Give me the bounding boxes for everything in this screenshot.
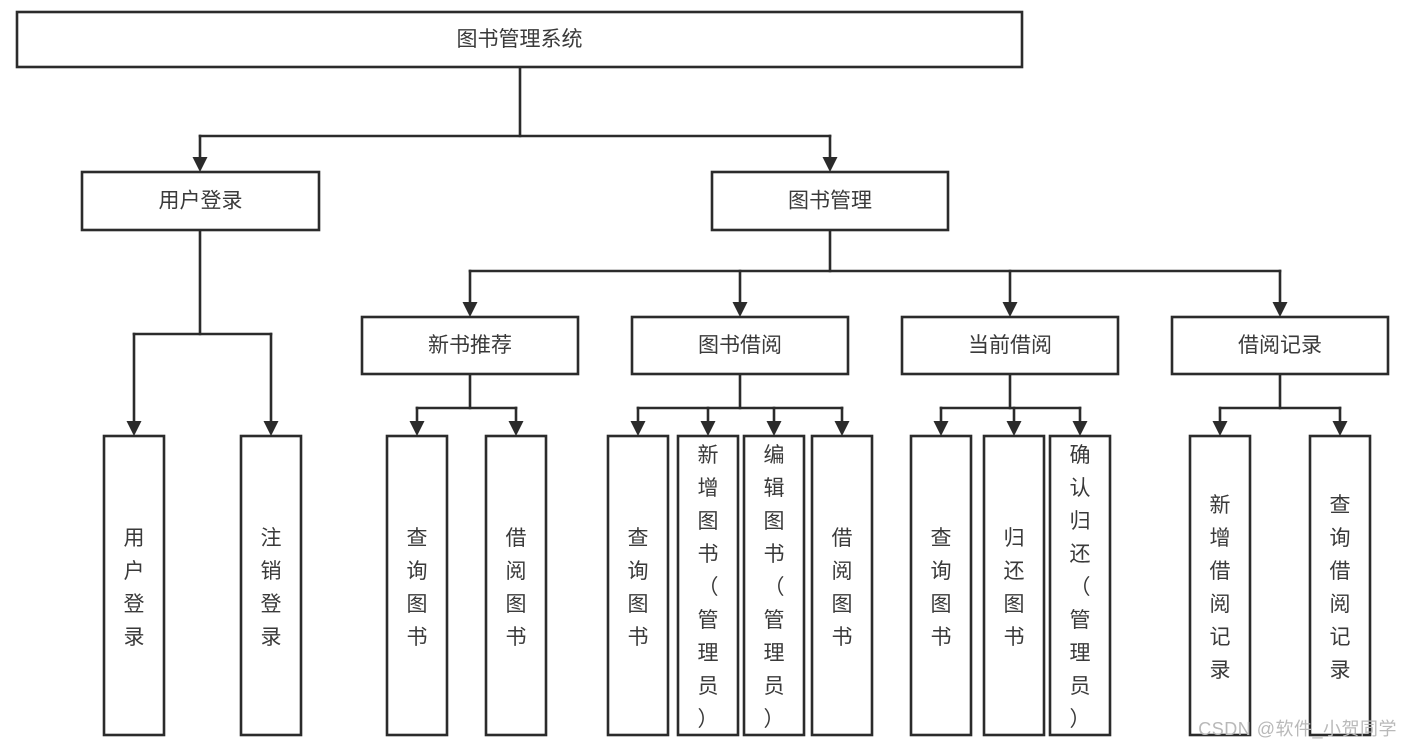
node-box[interactable] [360, 315, 580, 376]
arrow-head-icon [126, 421, 142, 436]
arrow-head-icon [263, 421, 279, 436]
connector-group-user-login-to-leaves [126, 228, 279, 436]
connectors-layer [126, 65, 1348, 436]
connector-group-book-manage-to-level3 [462, 228, 1288, 317]
arrow-head-icon [822, 157, 838, 172]
node-level3-3[interactable]: 借阅记录 [1170, 315, 1390, 376]
node-box[interactable] [1188, 434, 1252, 737]
arrow-head-icon [834, 421, 850, 436]
arrow-head-icon [1002, 302, 1018, 317]
node-level3-0[interactable]: 新书推荐 [360, 315, 580, 376]
node-label: 查询图书 [628, 527, 649, 649]
arrow-head-icon [1272, 302, 1288, 317]
node-leaf-7[interactable]: 借阅图书 [810, 434, 874, 737]
connector-group-borrow-record-to-leaves [1212, 372, 1348, 436]
node-leaf-5[interactable]: 新增图书（管理员） [676, 434, 740, 737]
node-leaf-3[interactable]: 借阅图书 [484, 434, 548, 737]
arrow-head-icon [192, 157, 208, 172]
connector-group-root-to-level2 [192, 65, 838, 172]
node-box[interactable] [810, 434, 874, 737]
node-root-0[interactable]: 图书管理系统 [15, 10, 1024, 69]
node-label: 图书借阅 [698, 334, 782, 357]
node-label: 借阅图书 [832, 527, 853, 649]
node-box[interactable] [900, 315, 1120, 376]
node-box[interactable] [909, 434, 973, 737]
node-leaf-9[interactable]: 归还图书 [982, 434, 1046, 737]
node-label: 新增图书（管理员） [698, 444, 719, 731]
node-box[interactable] [484, 434, 548, 737]
node-label: 查询图书 [407, 527, 428, 649]
node-level2-1[interactable]: 图书管理 [710, 170, 950, 232]
node-box[interactable] [1048, 434, 1112, 737]
node-box[interactable] [385, 434, 449, 737]
node-label: 编辑图书（管理员） [764, 444, 785, 731]
node-leaf-0[interactable]: 用户登录 [102, 434, 166, 737]
arrow-head-icon [409, 421, 425, 436]
arrow-head-icon [933, 421, 949, 436]
node-label: 借阅图书 [506, 527, 527, 649]
node-box[interactable] [676, 434, 740, 737]
node-box[interactable] [239, 434, 303, 737]
node-level3-1[interactable]: 图书借阅 [630, 315, 850, 376]
connector-group-book-borrow-to-leaves [630, 372, 850, 436]
node-box[interactable] [1308, 434, 1372, 737]
node-box[interactable] [606, 434, 670, 737]
node-box[interactable] [102, 434, 166, 737]
node-label: 注销登录 [261, 527, 282, 649]
node-label: 归还图书 [1004, 527, 1025, 649]
arrow-head-icon [630, 421, 646, 436]
connector-group-new-book-to-leaves [409, 372, 524, 436]
node-label: 图书管理系统 [457, 28, 583, 51]
arrow-head-icon [1212, 421, 1228, 436]
node-box[interactable] [710, 170, 950, 232]
node-level2-0[interactable]: 用户登录 [80, 170, 321, 232]
node-leaf-4[interactable]: 查询图书 [606, 434, 670, 737]
node-label: 新书推荐 [428, 334, 512, 357]
node-box[interactable] [15, 10, 1024, 69]
node-leaf-2[interactable]: 查询图书 [385, 434, 449, 737]
node-leaf-1[interactable]: 注销登录 [239, 434, 303, 737]
node-leaf-6[interactable]: 编辑图书（管理员） [742, 434, 806, 737]
node-label: 确认归还（管理员） [1070, 444, 1091, 731]
arrow-head-icon [700, 421, 716, 436]
node-leaf-10[interactable]: 确认归还（管理员） [1048, 434, 1112, 737]
node-level3-2[interactable]: 当前借阅 [900, 315, 1120, 376]
node-label: 借阅记录 [1238, 334, 1322, 357]
node-label: 用户登录 [124, 527, 145, 649]
arrow-head-icon [732, 302, 748, 317]
arrow-head-icon [1332, 421, 1348, 436]
node-leaf-12[interactable]: 查询借阅记录 [1308, 434, 1372, 737]
node-box[interactable] [80, 170, 321, 232]
node-label: 查询借阅记录 [1330, 494, 1351, 682]
connector-group-current-borrow-to-leaves [933, 372, 1088, 436]
node-leaf-8[interactable]: 查询图书 [909, 434, 973, 737]
nodes-layer: 图书管理系统用户登录图书管理新书推荐图书借阅当前借阅借阅记录用户登录注销登录查询… [15, 10, 1390, 737]
node-label: 用户登录 [159, 190, 243, 213]
node-label: 查询图书 [931, 527, 952, 649]
node-box[interactable] [1170, 315, 1390, 376]
node-leaf-11[interactable]: 新增借阅记录 [1188, 434, 1252, 737]
arrow-head-icon [1072, 421, 1088, 436]
node-box[interactable] [982, 434, 1046, 737]
node-label: 当前借阅 [968, 334, 1052, 357]
node-box[interactable] [630, 315, 850, 376]
arrow-head-icon [508, 421, 524, 436]
arrow-head-icon [1006, 421, 1022, 436]
arrow-head-icon [766, 421, 782, 436]
node-label: 图书管理 [788, 190, 872, 213]
node-label: 新增借阅记录 [1210, 494, 1231, 682]
node-box[interactable] [742, 434, 806, 737]
arrow-head-icon [462, 302, 478, 317]
